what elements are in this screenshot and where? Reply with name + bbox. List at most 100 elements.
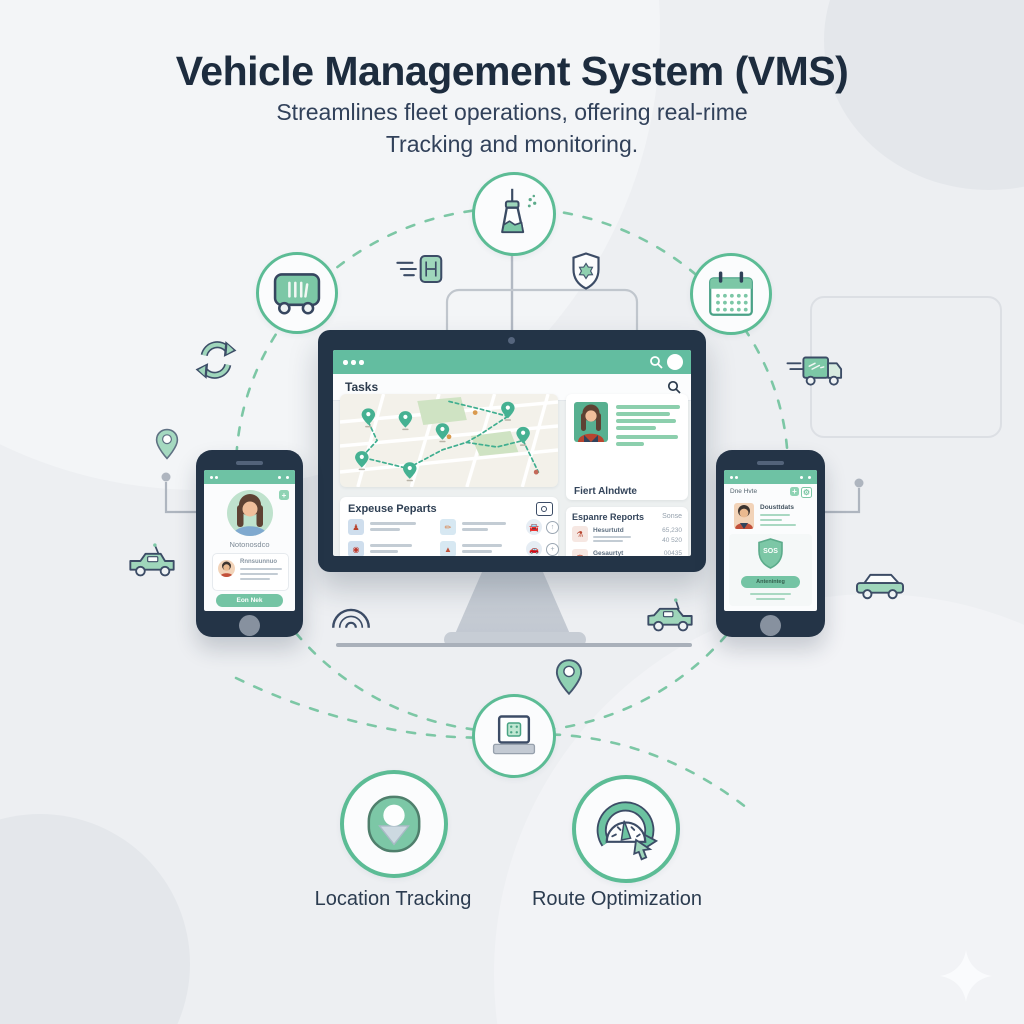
report-thumbnail[interactable]: ◉ bbox=[348, 541, 364, 556]
text-line bbox=[616, 419, 676, 423]
text-line bbox=[616, 412, 670, 416]
beacon-icon bbox=[501, 188, 537, 234]
expense-reports-card: Expeuse Peparts ♟ ✏ 🚘 ↑ ◉ ▲ 🚗 + bbox=[340, 497, 559, 556]
text-line bbox=[616, 405, 680, 409]
feature-label-route-optimization: Route Optimization bbox=[531, 888, 703, 910]
van-circle bbox=[256, 252, 338, 334]
sos-button[interactable]: Anteninteg bbox=[741, 576, 800, 588]
pickup-truck-icon bbox=[129, 543, 175, 577]
sos-shield-icon[interactable] bbox=[757, 538, 784, 569]
location-tracking-circle bbox=[340, 770, 448, 878]
refresh-icon bbox=[195, 341, 237, 379]
delivery-truck-icon bbox=[786, 356, 843, 386]
plus-icon[interactable]: + bbox=[279, 490, 289, 500]
monitor-screen: Tasks .route{fill:none;stroke:#3fae8f;st… bbox=[333, 350, 691, 556]
text-line bbox=[462, 550, 492, 553]
text-line bbox=[462, 522, 506, 525]
map-pin-icon bbox=[403, 462, 417, 482]
expense-reports-title: Expeuse Peparts bbox=[348, 503, 437, 515]
calendar-icon bbox=[709, 271, 753, 316]
text-line bbox=[370, 528, 400, 531]
text-line bbox=[370, 550, 398, 553]
laptop-circle bbox=[472, 694, 556, 778]
speedometer-icon bbox=[596, 801, 659, 861]
expense-row-amount: 00435 bbox=[663, 550, 682, 556]
phone-speaker bbox=[757, 461, 784, 465]
tasks-tab[interactable]: Tasks bbox=[345, 380, 379, 394]
window-dot[interactable] bbox=[343, 360, 348, 365]
analytics-title: Fiert Alndwte bbox=[574, 486, 637, 497]
phone-app-bar bbox=[204, 470, 295, 484]
phone-right-screen: Dne Hvte + ⚙ Dousttdats SOS Anteninteg bbox=[724, 470, 817, 611]
receipt-thumbnail[interactable]: ⚖ bbox=[572, 549, 588, 556]
expense-row-amount: 40 520 bbox=[662, 537, 682, 544]
gear-icon[interactable]: ⚙ bbox=[801, 487, 812, 498]
expense-row-name: Hesurtutd bbox=[593, 527, 624, 534]
sos-label: SOS bbox=[763, 548, 778, 555]
laptop-icon bbox=[492, 715, 536, 755]
phone-speaker bbox=[236, 461, 263, 465]
fleet-map[interactable]: .route{fill:none;stroke:#3fae8f;stroke-w… bbox=[340, 394, 558, 487]
phone-left-screen: + Notonosdco Rnnsuunnuo Eon Nek bbox=[204, 470, 295, 611]
avatar[interactable] bbox=[667, 354, 683, 370]
text-line bbox=[370, 522, 416, 525]
text-line bbox=[370, 544, 412, 547]
home-button[interactable] bbox=[760, 615, 781, 636]
expense-summary-card: Espanre Reports Sonse ⚗ Hesurtutd 65,230… bbox=[566, 507, 688, 556]
vehicle-thumbnail[interactable]: 🚘 bbox=[526, 519, 542, 535]
plus-icon[interactable]: + bbox=[790, 487, 799, 496]
fleet-car-icon bbox=[647, 598, 693, 632]
driver-card[interactable]: Rnnsuunnuo bbox=[212, 553, 289, 591]
report-thumbnail[interactable]: ✏ bbox=[440, 519, 456, 535]
report-thumbnail[interactable]: ▲ bbox=[440, 541, 456, 556]
text-line bbox=[593, 536, 631, 538]
profile-name: Notonosdco bbox=[229, 540, 270, 549]
beacon-circle bbox=[472, 172, 556, 256]
camera-button[interactable] bbox=[536, 502, 553, 516]
text-line bbox=[462, 544, 502, 547]
sedan-car-icon bbox=[856, 573, 904, 600]
driver-card-title: Rnnsuunnuo bbox=[240, 559, 277, 565]
webcam-dot bbox=[508, 337, 515, 344]
profile-avatar bbox=[227, 490, 273, 536]
location-pin-icon bbox=[555, 659, 583, 696]
phone-app-bar bbox=[724, 470, 817, 484]
screen-title: Dne Hvte bbox=[730, 488, 758, 495]
sos-panel: SOS Anteninteg bbox=[729, 534, 812, 606]
window-dot[interactable] bbox=[359, 360, 364, 365]
receipt-thumbnail[interactable]: ⚗ bbox=[572, 526, 588, 542]
map-card[interactable]: .route{fill:none;stroke:#3fae8f;stroke-w… bbox=[340, 394, 558, 487]
window-dot[interactable] bbox=[351, 360, 356, 365]
driver-avatar bbox=[574, 402, 608, 442]
map-pin-icon bbox=[435, 423, 450, 443]
action-button[interactable]: Eon Nek bbox=[216, 594, 283, 607]
home-button[interactable] bbox=[239, 615, 260, 636]
map-pin-icon bbox=[516, 426, 530, 446]
fleet-analytics-card: Fiert Alndwte bbox=[566, 394, 688, 537]
text-line bbox=[462, 528, 488, 531]
action-button[interactable]: ↑ bbox=[546, 521, 559, 534]
text-line bbox=[616, 426, 656, 430]
calendar-circle bbox=[690, 253, 772, 335]
search-icon[interactable] bbox=[649, 355, 663, 369]
profile-avatar bbox=[734, 503, 754, 529]
subtitle-line-2: Tracking and monitoring. bbox=[385, 131, 639, 157]
browser-bar bbox=[333, 350, 691, 374]
cargo-van-icon bbox=[273, 273, 321, 315]
location-pin-icon bbox=[155, 428, 179, 460]
search-icon[interactable] bbox=[667, 380, 681, 394]
desk-line bbox=[336, 643, 692, 647]
profile-name: Dousttdats bbox=[760, 504, 794, 511]
expense-summary-action[interactable]: Sonse bbox=[662, 513, 682, 520]
text-line bbox=[593, 540, 623, 542]
phone-right: Dne Hvte + ⚙ Dousttdats SOS Anteninteg bbox=[716, 450, 825, 637]
report-thumbnail[interactable]: ♟ bbox=[348, 519, 364, 535]
text-line bbox=[616, 442, 644, 446]
vehicle-thumbnail[interactable]: 🚗 bbox=[526, 541, 542, 556]
phone-left: + Notonosdco Rnnsuunnuo Eon Nek bbox=[196, 450, 303, 637]
feature-label-location-tracking: Location Tracking bbox=[314, 888, 472, 910]
action-button[interactable]: + bbox=[546, 543, 559, 556]
map-pin-icon bbox=[361, 408, 376, 428]
expense-row-name: Gesaurtyt bbox=[593, 550, 624, 556]
